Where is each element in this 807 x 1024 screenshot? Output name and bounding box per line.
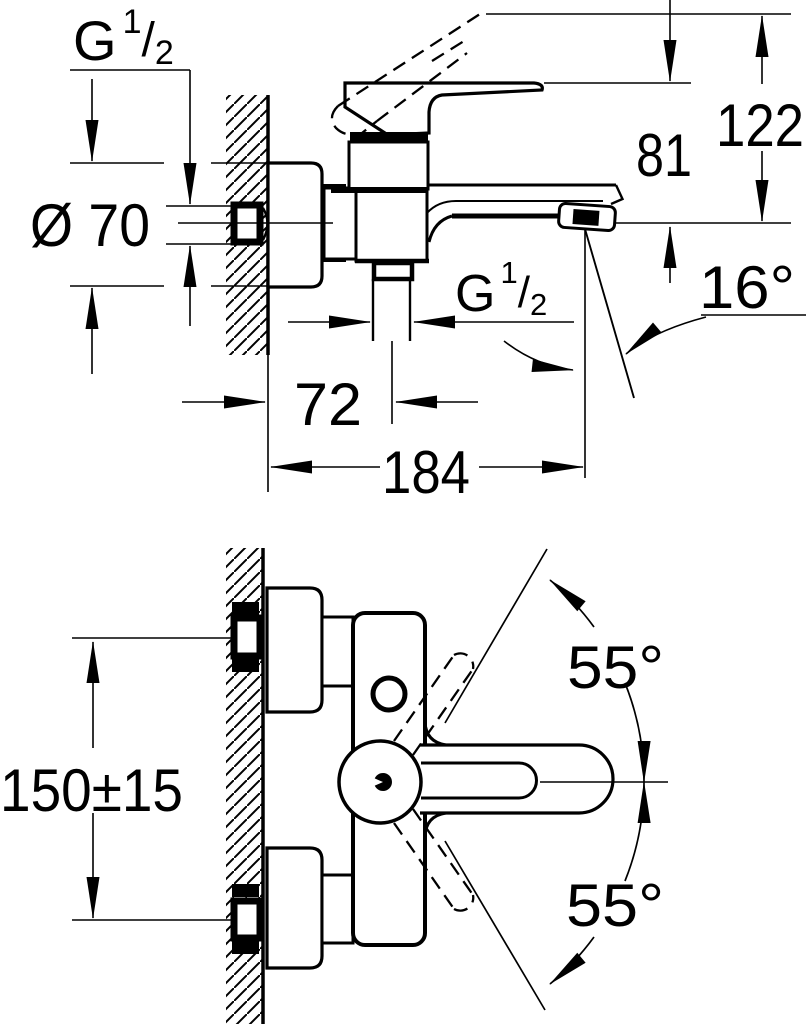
lever-raised-dashed-front xyxy=(393,652,475,756)
lever-slot xyxy=(421,761,538,800)
dim-label-184: 184 xyxy=(382,439,470,506)
aerator xyxy=(557,201,617,233)
dim-label-122: 122 xyxy=(716,92,804,159)
wall-section-side xyxy=(226,95,270,492)
faucet-side xyxy=(178,13,625,424)
upper-inlet-fitting xyxy=(230,614,264,660)
swing-up-reference-line xyxy=(444,548,548,724)
dimension-height-81: 81 xyxy=(544,0,692,283)
dim-label-55-up: 55° xyxy=(567,634,664,701)
lever-arm-front xyxy=(420,743,615,815)
upper-s-union-front xyxy=(320,615,355,688)
valve-body-side xyxy=(354,187,429,263)
handle-joint-band xyxy=(350,132,428,142)
dim-label-72: 72 xyxy=(294,371,362,438)
lever-handle-raised-dashed xyxy=(330,13,481,140)
spout-body-fillet xyxy=(427,214,453,243)
escutcheon-side xyxy=(266,161,324,289)
side-view: G1/2 Ø 70 122 81 xyxy=(30,0,806,506)
faucet-front xyxy=(72,548,668,1011)
dimension-flange-diameter: Ø 70 xyxy=(30,79,268,374)
arm-fillet-bottom xyxy=(423,811,447,837)
screw-circle xyxy=(370,675,408,713)
spout-angle-line xyxy=(584,228,635,399)
dimension-height-122: 122 xyxy=(486,13,804,224)
dim-label-diameter: Ø 70 xyxy=(30,192,150,259)
outlet-nut xyxy=(371,260,415,282)
spout-inner-line xyxy=(426,200,603,214)
lower-s-union-front xyxy=(320,873,355,945)
dim-label-16deg: 16° xyxy=(699,254,795,321)
upper-escutcheon-front xyxy=(265,586,324,714)
dimension-spout-angle-16: 16° xyxy=(503,228,806,478)
dim-label-55-down: 55° xyxy=(566,872,664,939)
dim-label-81: 81 xyxy=(636,122,692,189)
lower-inlet-fitting xyxy=(230,897,264,942)
dimension-swing-up-55: 55° xyxy=(549,579,664,783)
lever-lowered-dashed-front xyxy=(393,808,475,912)
dimension-center-distance-150: 150±15 xyxy=(0,641,183,919)
dimension-projection-184: 184 xyxy=(270,439,584,506)
lower-escutcheon-front xyxy=(265,846,324,970)
lever-handle-side xyxy=(343,81,544,137)
arm-fillet-top xyxy=(423,721,447,747)
swing-down-reference-line xyxy=(444,840,546,1011)
spout xyxy=(426,183,625,243)
front-view: 55° 55° 150±15 xyxy=(0,548,668,1024)
spout-end-cap xyxy=(610,184,625,206)
cartridge-cap xyxy=(347,140,430,191)
dim-label-150: 150±15 xyxy=(0,757,183,824)
shower-outlet xyxy=(371,260,415,424)
dimension-swing-down-55: 55° xyxy=(549,781,664,985)
